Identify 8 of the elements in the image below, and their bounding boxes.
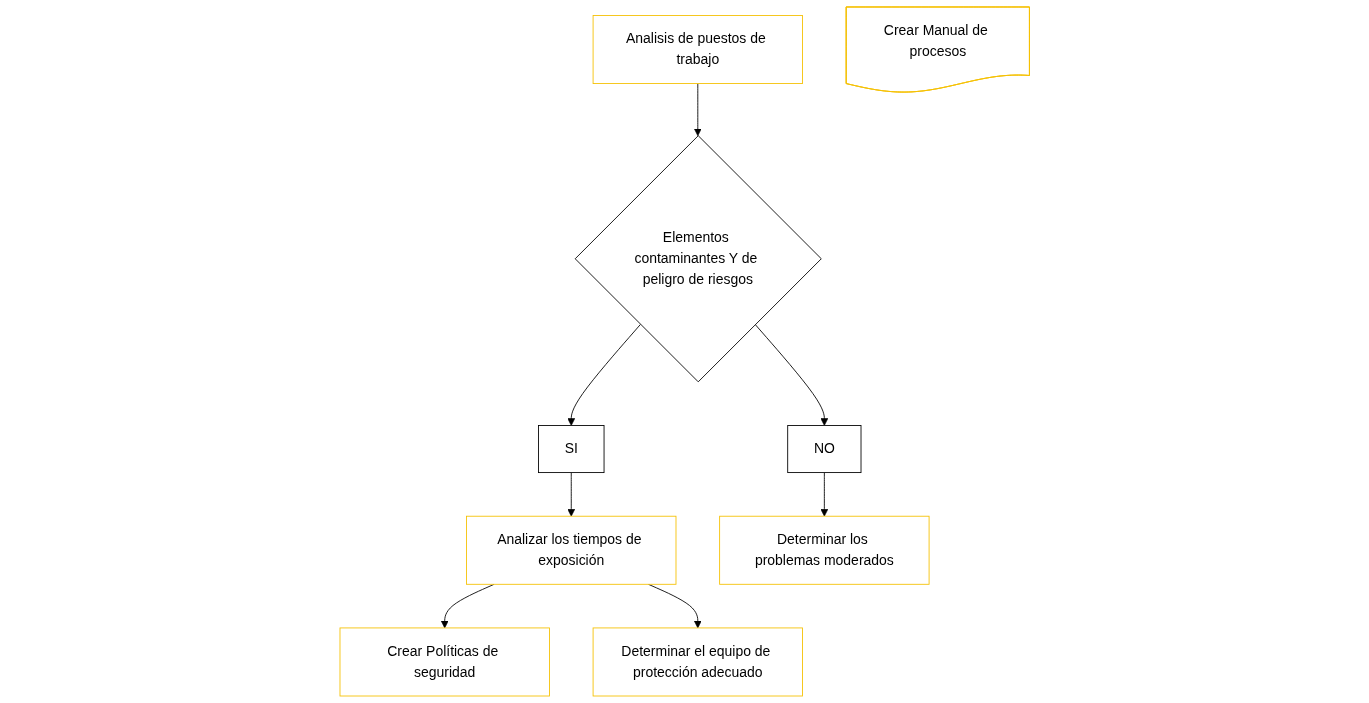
node-box: Determinar el equipo de protección adecuado [592, 627, 803, 697]
node-diamond: Elementos contaminantes Y de peligro de riesgos [574, 135, 822, 383]
node-box: NO [787, 425, 862, 473]
node-box: SI [537, 425, 605, 473]
node-box: Analizar los tiempos de exposición [465, 515, 677, 585]
node-box: Analisis de puestos de trabajo [592, 15, 803, 84]
node-box: Determinar los problemas moderados [718, 515, 930, 585]
node-box: Crear Políticas de seguridad [339, 627, 550, 697]
